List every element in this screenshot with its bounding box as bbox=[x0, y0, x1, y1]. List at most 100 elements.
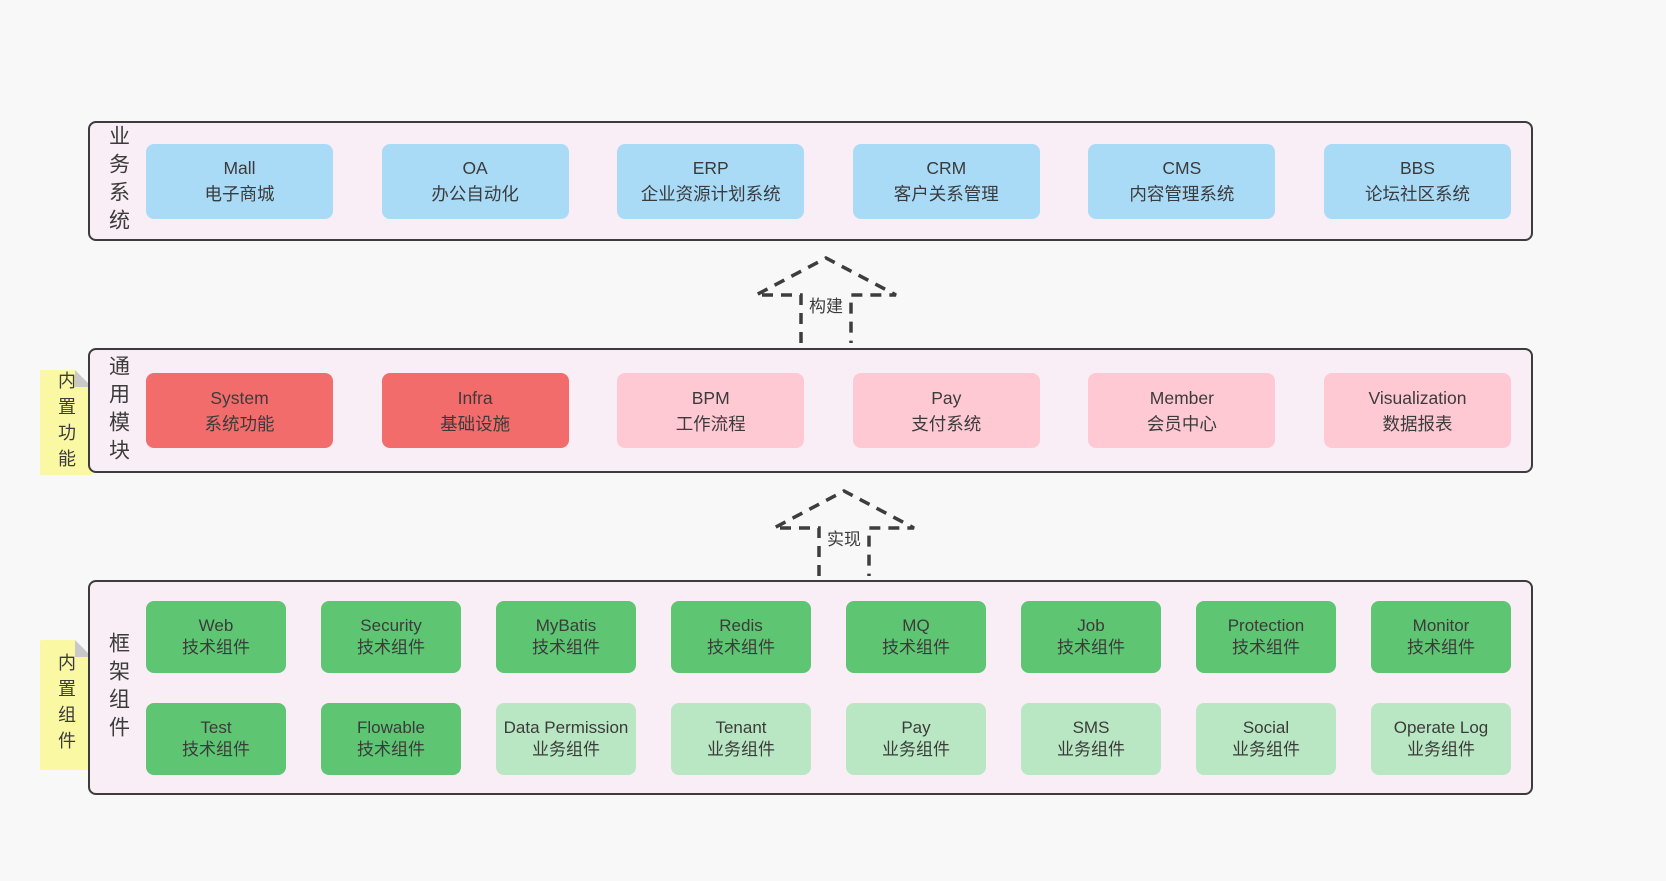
box-subtitle: 电子商城 bbox=[204, 184, 275, 204]
box-subtitle: 技术组件 bbox=[357, 637, 425, 657]
box-subtitle: 技术组件 bbox=[707, 637, 775, 657]
business-systems-label-col: 业务系统 bbox=[90, 123, 146, 239]
box-subtitle: 系统功能 bbox=[204, 413, 275, 434]
box-title: CMS bbox=[1162, 158, 1202, 178]
build-arrow: 构建 bbox=[752, 255, 900, 343]
box-system: System 系统功能 bbox=[146, 373, 333, 448]
box-title: Test bbox=[200, 717, 232, 737]
box-social: Social 业务组件 bbox=[1196, 702, 1336, 775]
box-flowable: Flowable 技术组件 bbox=[321, 702, 461, 775]
box-infra: Infra 基础设施 bbox=[381, 373, 569, 448]
box-bbs: BBS 论坛社区系统 bbox=[1323, 143, 1511, 219]
box-title: Mall bbox=[223, 158, 256, 178]
box-title: Operate Log bbox=[1393, 717, 1489, 737]
box-title: OA bbox=[462, 158, 488, 178]
box-subtitle: 技术组件 bbox=[1232, 637, 1300, 657]
box-subtitle: 技术组件 bbox=[1407, 637, 1475, 657]
builtin-features-note-label: 内置功能 bbox=[56, 370, 76, 475]
box-subtitle: 技术组件 bbox=[532, 637, 600, 657]
box-visualization: Visualization 数据报表 bbox=[1323, 373, 1511, 448]
box-title: CRM bbox=[926, 158, 967, 178]
box-operate-log: Operate Log 业务组件 bbox=[1371, 702, 1511, 775]
box-title: Redis bbox=[719, 615, 763, 635]
box-cms: CMS 内容管理系统 bbox=[1088, 143, 1276, 219]
box-sms: SMS 业务组件 bbox=[1021, 702, 1161, 775]
business-systems-label: 业务系统 bbox=[106, 125, 130, 237]
box-subtitle: 业务组件 bbox=[1232, 739, 1300, 759]
builtin-components-note: 内置组件 bbox=[40, 640, 92, 770]
box-title: Visualization bbox=[1368, 387, 1467, 408]
box-subtitle: 客户关系管理 bbox=[893, 184, 999, 204]
box-title: Member bbox=[1149, 387, 1214, 408]
framework-components-label: 框架组件 bbox=[106, 631, 130, 744]
box-title: Web bbox=[198, 615, 234, 635]
common-modules-boxes: System 系统功能 Infra 基础设施 BPM 工作流程 Pay 支付系统… bbox=[146, 350, 1531, 471]
box-monitor: Monitor 技术组件 bbox=[1371, 600, 1511, 673]
box-mq: MQ 技术组件 bbox=[846, 600, 986, 673]
box-title: Security bbox=[360, 615, 422, 635]
build-arrow-label: 构建 bbox=[805, 291, 847, 318]
framework-components-rows: Web 技术组件 Security 技术组件 MyBatis 技术组件 Redi… bbox=[146, 582, 1531, 793]
box-title: Data Permission bbox=[503, 717, 629, 737]
box-subtitle: 数据报表 bbox=[1382, 413, 1453, 434]
box-title: Pay bbox=[901, 717, 931, 737]
box-subtitle: 技术组件 bbox=[182, 739, 250, 759]
box-crm: CRM 客户关系管理 bbox=[852, 143, 1040, 219]
box-subtitle: 办公自动化 bbox=[431, 184, 519, 204]
box-tenant: Tenant 业务组件 bbox=[671, 702, 811, 775]
box-subtitle: 内容管理系统 bbox=[1129, 184, 1235, 204]
box-title: Pay bbox=[931, 387, 962, 408]
box-subtitle: 业务组件 bbox=[882, 739, 950, 759]
framework-components-panel: 框架组件 Web 技术组件 Security 技术组件 MyBatis 技术组件… bbox=[88, 580, 1533, 795]
box-subtitle: 工作流程 bbox=[675, 413, 746, 434]
box-test: Test 技术组件 bbox=[146, 702, 286, 775]
box-title: MyBatis bbox=[535, 615, 597, 635]
box-data-permission: Data Permission 业务组件 bbox=[496, 702, 636, 775]
box-title: Infra bbox=[457, 387, 493, 408]
business-systems-boxes: Mall 电子商城 OA 办公自动化 ERP 企业资源计划系统 CRM 客户关系… bbox=[146, 123, 1531, 239]
common-modules-label-col: 通用模块 bbox=[90, 350, 146, 471]
common-modules-label: 通用模块 bbox=[106, 354, 130, 467]
box-mall: Mall 电子商城 bbox=[146, 143, 333, 219]
box-bpm: BPM 工作流程 bbox=[617, 373, 805, 448]
box-subtitle: 业务组件 bbox=[532, 739, 600, 759]
framework-components-label-col: 框架组件 bbox=[90, 582, 146, 793]
builtin-features-note: 内置功能 bbox=[40, 370, 92, 475]
box-subtitle: 技术组件 bbox=[882, 637, 950, 657]
box-title: Social bbox=[1242, 717, 1290, 737]
box-title: MQ bbox=[902, 615, 930, 635]
box-pay-component: Pay 业务组件 bbox=[846, 702, 986, 775]
implement-arrow: 实现 bbox=[770, 488, 918, 576]
box-oa: OA 办公自动化 bbox=[381, 143, 569, 219]
box-protection: Protection 技术组件 bbox=[1196, 600, 1336, 673]
framework-row-2: Test 技术组件 Flowable 技术组件 Data Permission … bbox=[146, 702, 1511, 775]
box-job: Job 技术组件 bbox=[1021, 600, 1161, 673]
box-erp: ERP 企业资源计划系统 bbox=[617, 143, 805, 219]
box-title: Flowable bbox=[356, 717, 426, 737]
box-subtitle: 业务组件 bbox=[707, 739, 775, 759]
common-modules-panel: 通用模块 System 系统功能 Infra 基础设施 BPM 工作流程 Pay… bbox=[88, 348, 1533, 473]
box-title: System bbox=[210, 387, 269, 408]
box-redis: Redis 技术组件 bbox=[671, 600, 811, 673]
box-web: Web 技术组件 bbox=[146, 600, 286, 673]
box-subtitle: 会员中心 bbox=[1146, 413, 1217, 434]
box-subtitle: 支付系统 bbox=[911, 413, 982, 434]
up-arrow-dashed-icon bbox=[773, 489, 915, 576]
box-security: Security 技术组件 bbox=[321, 600, 461, 673]
box-subtitle: 技术组件 bbox=[1057, 637, 1125, 657]
box-title: Monitor bbox=[1412, 615, 1470, 635]
box-title: BPM bbox=[691, 387, 730, 408]
box-title: Protection bbox=[1227, 615, 1305, 635]
box-subtitle: 技术组件 bbox=[357, 739, 425, 759]
up-arrow-dashed-icon bbox=[755, 256, 897, 343]
box-title: BBS bbox=[1399, 158, 1435, 178]
box-subtitle: 业务组件 bbox=[1407, 739, 1475, 759]
box-member: Member 会员中心 bbox=[1088, 373, 1276, 448]
box-title: Tenant bbox=[715, 717, 767, 737]
builtin-components-note-label: 内置组件 bbox=[56, 653, 76, 757]
box-pay-module: Pay 支付系统 bbox=[852, 373, 1040, 448]
box-subtitle: 企业资源计划系统 bbox=[640, 184, 781, 204]
implement-arrow-label: 实现 bbox=[823, 524, 865, 551]
box-subtitle: 论坛社区系统 bbox=[1364, 184, 1470, 204]
business-systems-panel: 业务系统 Mall 电子商城 OA 办公自动化 ERP 企业资源计划系统 CRM… bbox=[88, 121, 1533, 241]
